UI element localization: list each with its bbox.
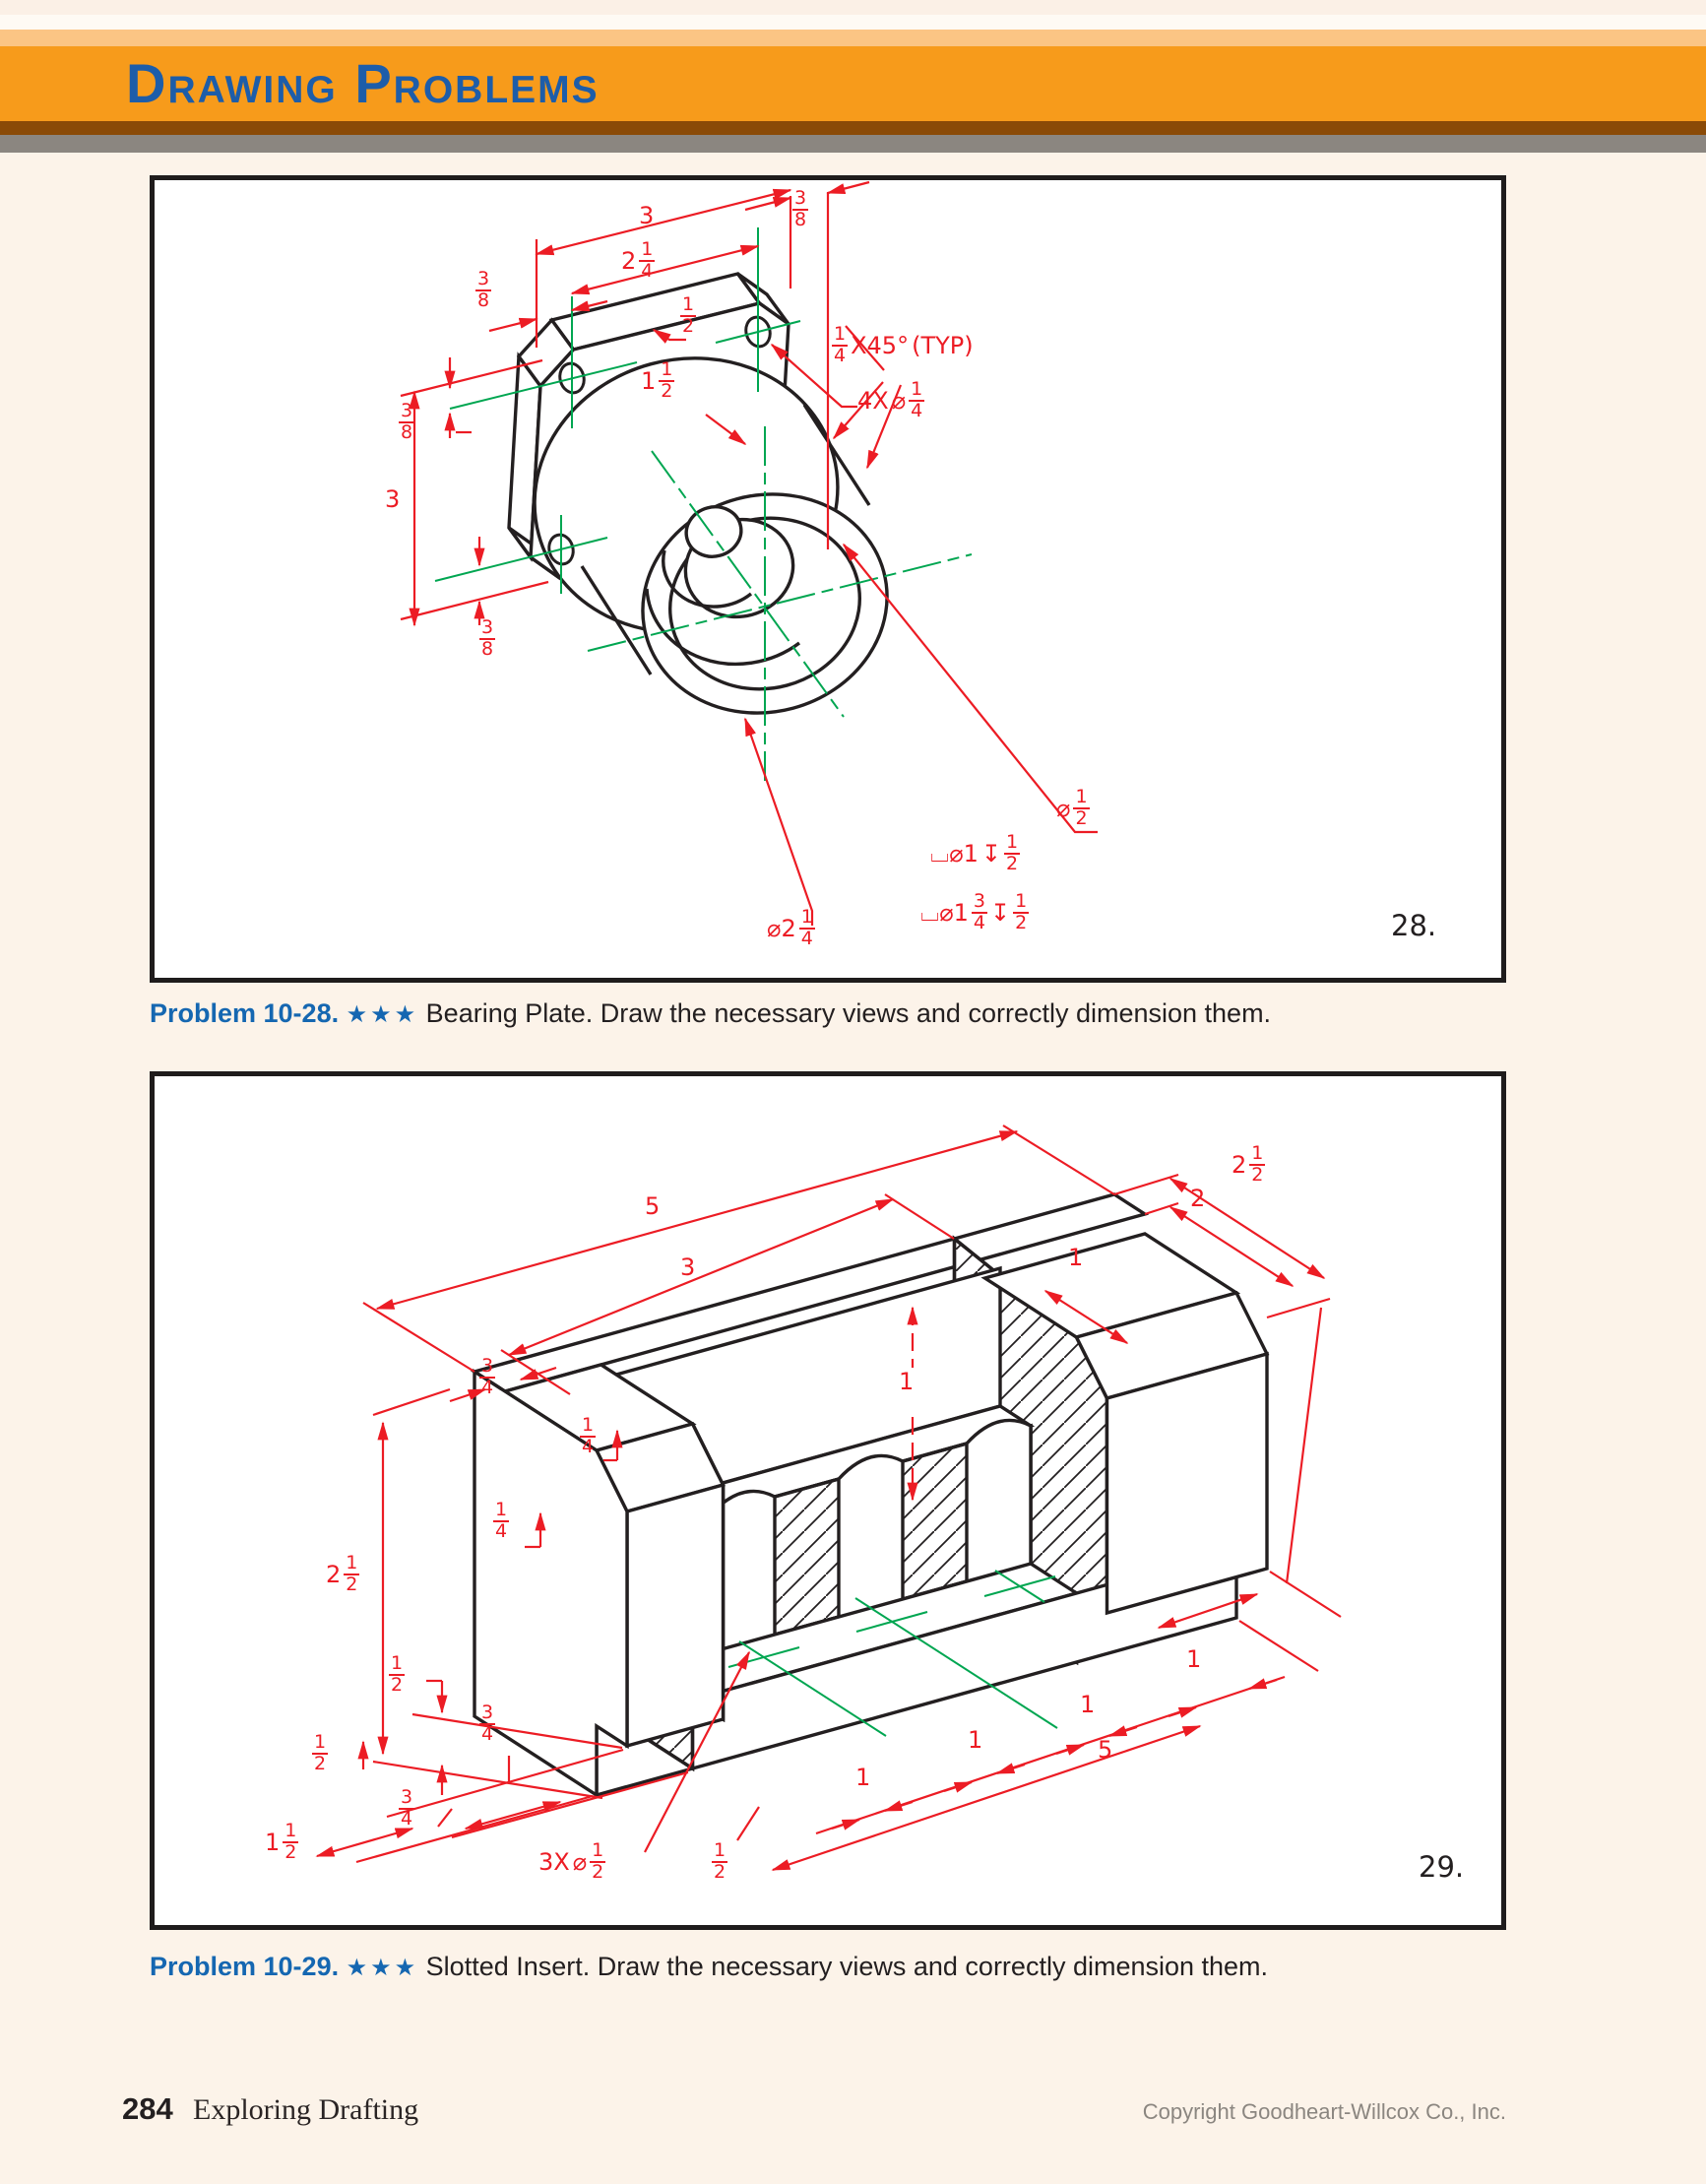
centerlines: [434, 227, 973, 781]
bolt-holes: [547, 315, 772, 566]
centerlines-2: [727, 1570, 1058, 1737]
top-strip: [0, 0, 1706, 15]
copyright-text: Copyright Goodheart-Willcox Co., Inc.: [1142, 2099, 1506, 2124]
top-strip-light: [0, 15, 1706, 30]
dimension-lines: [400, 180, 1098, 926]
banner-light-orange: [0, 30, 1706, 46]
dim-label: 1: [899, 1368, 915, 1395]
page-footer: 284 Exploring Drafting Copyright Goodhea…: [0, 2091, 1706, 2151]
difficulty-stars: ★★★: [346, 1955, 419, 1981]
bearing-plate-drawing: [400, 180, 1098, 926]
dim-label: 3: [680, 1253, 696, 1281]
dim-label: 1: [855, 1764, 871, 1791]
problem-number: Problem 10-29.: [150, 1952, 340, 1981]
slotted-insert-drawing: [315, 1124, 1342, 1872]
banner-brown-rule: [0, 121, 1706, 135]
problem-number: Problem 10-28.: [150, 998, 340, 1028]
dim-label: 1: [1186, 1645, 1202, 1673]
caption-text: Slotted Insert. Draw the necessary views…: [425, 1952, 1269, 1981]
banner-orange: [0, 46, 1706, 121]
dim-label: 5: [645, 1192, 661, 1220]
dim-label: 3: [639, 202, 655, 229]
dim-label: 28.: [1391, 909, 1437, 942]
dimension-lines-2: [315, 1124, 1342, 1872]
insert-body: [470, 1192, 1270, 1799]
dim-label: 5: [1098, 1736, 1113, 1764]
dim-label: 1: [968, 1726, 983, 1754]
dim-label: 2: [1190, 1185, 1206, 1212]
book-title: Exploring Drafting: [193, 2093, 419, 2126]
page-title: Drawing Problems: [126, 52, 600, 114]
caption-problem-10-28: Problem 10-28. ★★★ Bearing Plate. Draw t…: [150, 998, 1508, 1029]
caption-problem-10-29: Problem 10-29. ★★★ Slotted Insert. Draw …: [150, 1952, 1508, 1982]
dim-label: 3: [385, 485, 401, 513]
caption-text: Bearing Plate. Draw the necessary views …: [425, 998, 1272, 1028]
page-number: 284: [122, 2091, 173, 2126]
banner-gray-rule: [0, 135, 1706, 153]
dim-label: 1: [1080, 1691, 1096, 1718]
difficulty-stars: ★★★: [346, 1001, 419, 1028]
dim-label: 1: [1068, 1244, 1084, 1271]
dim-label: 29.: [1419, 1850, 1465, 1884]
